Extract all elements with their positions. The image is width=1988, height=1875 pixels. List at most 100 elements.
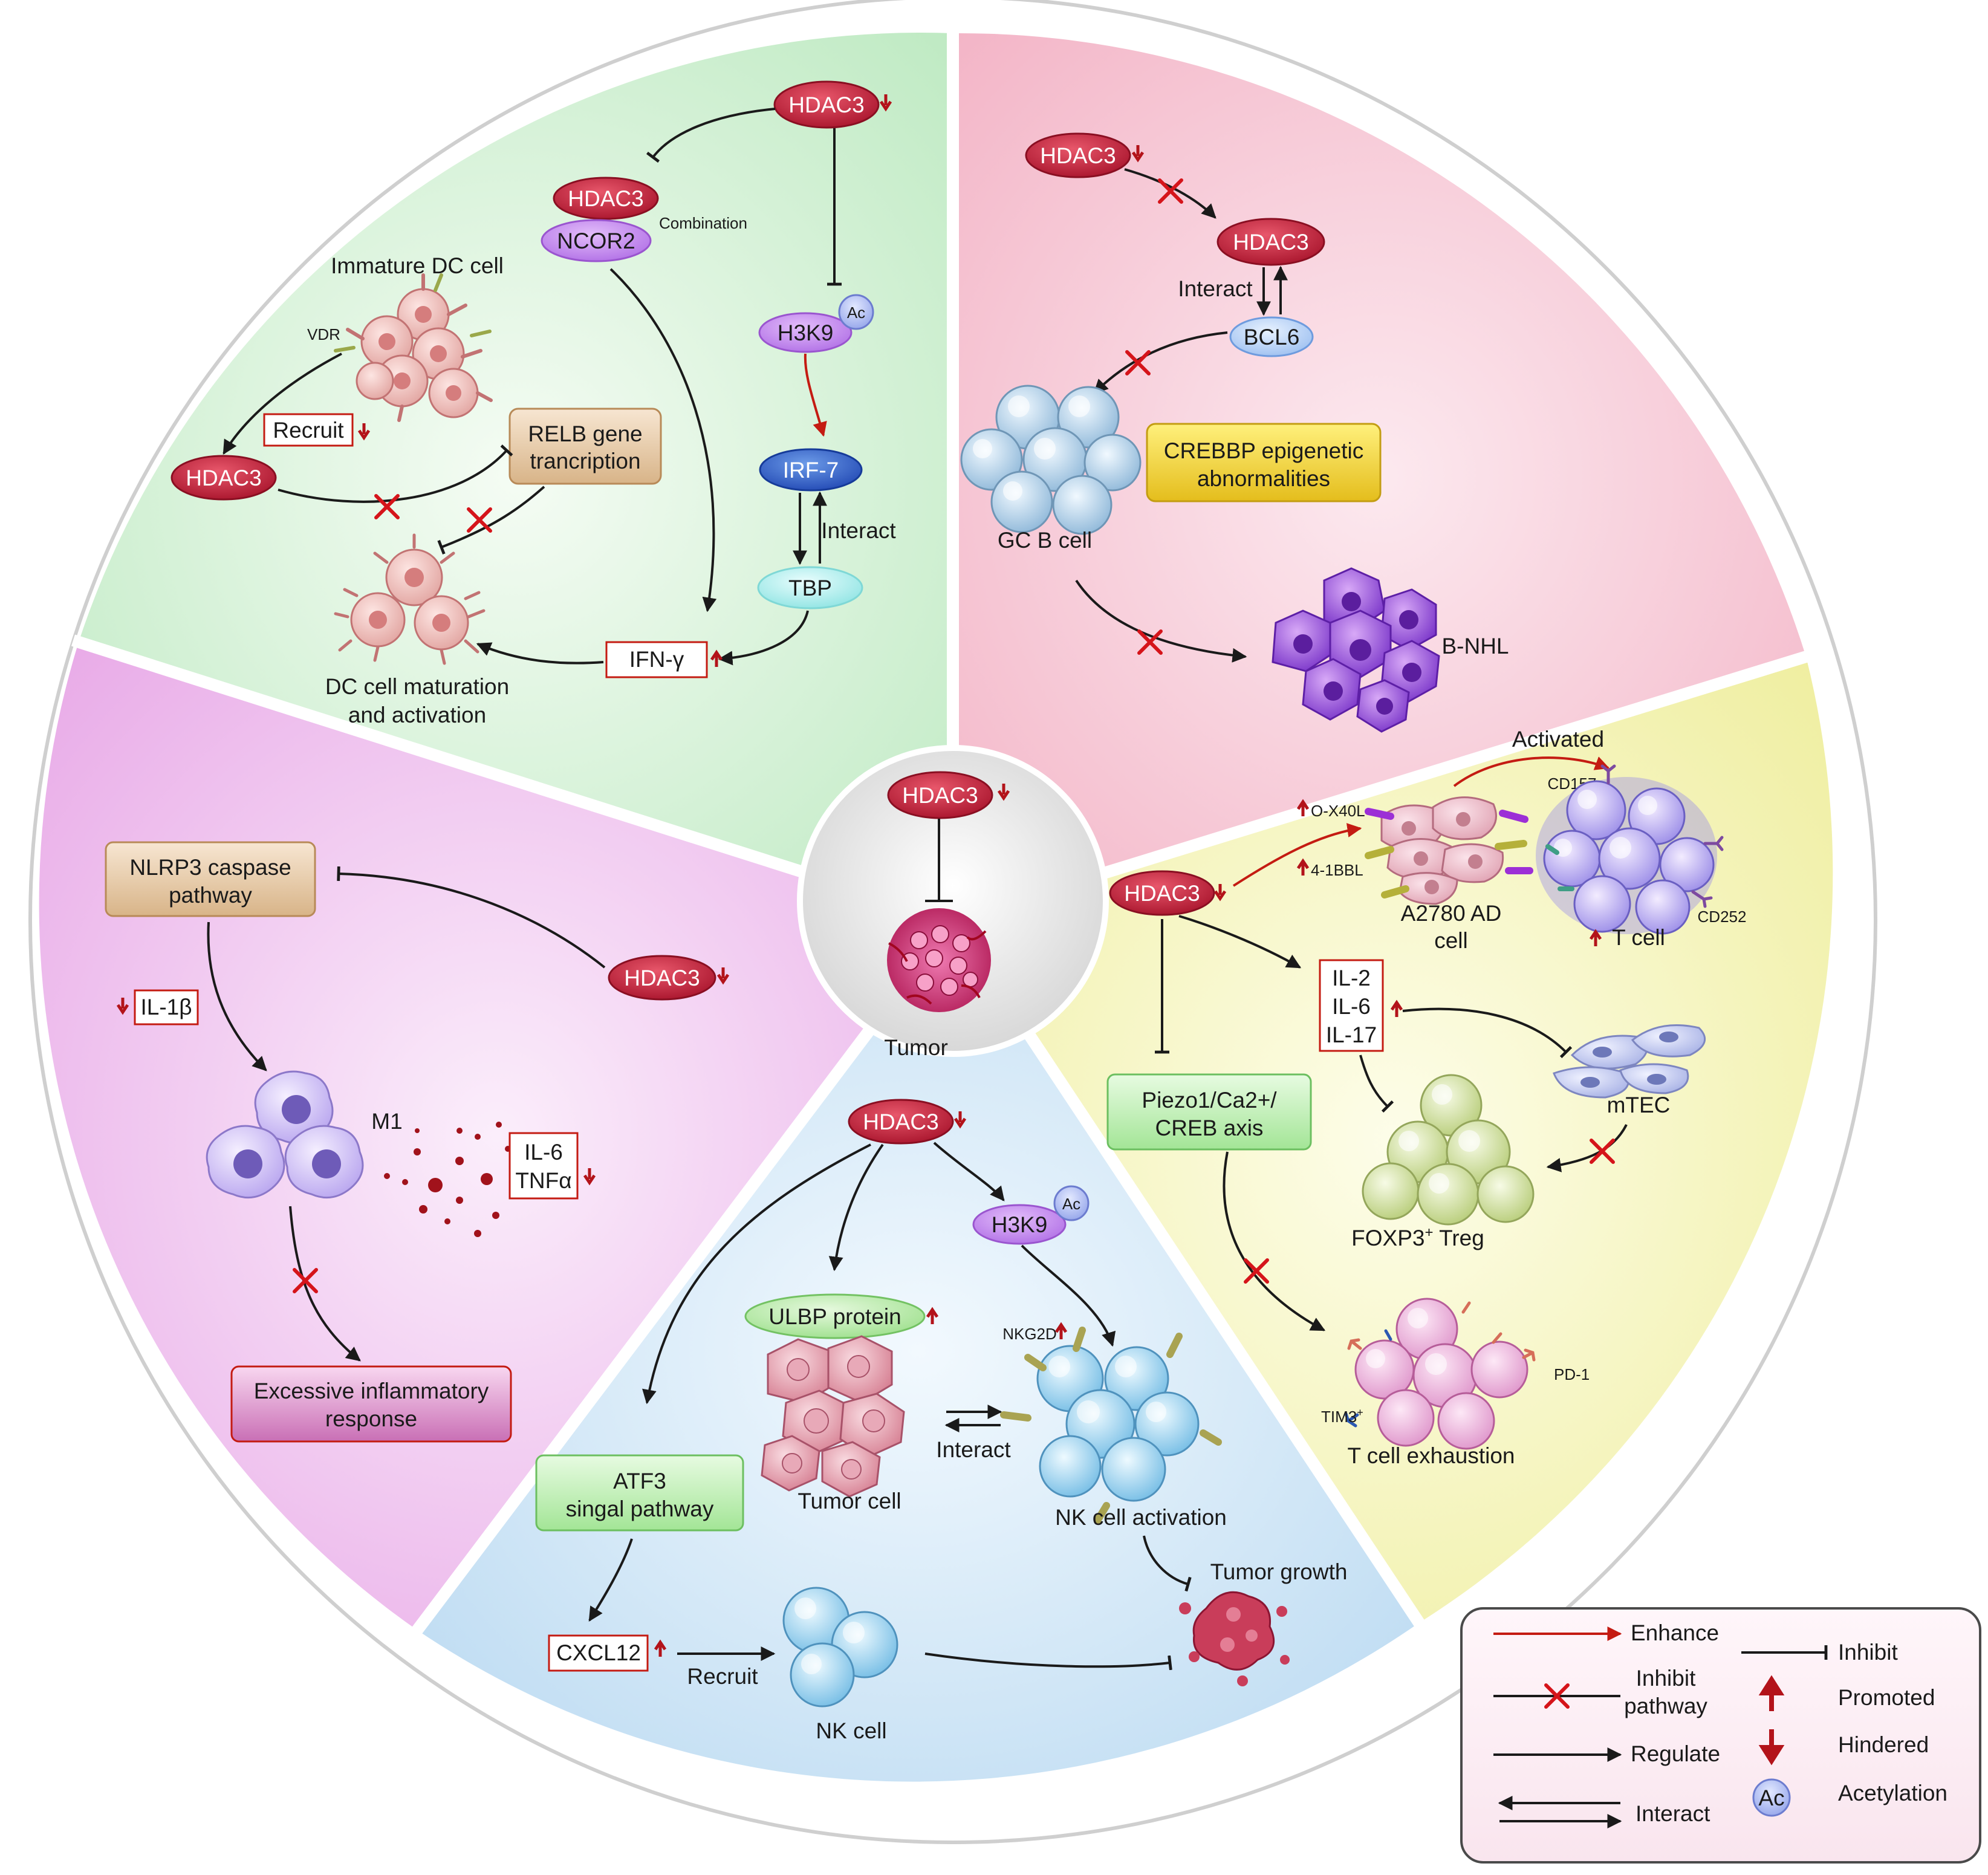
- tumor-growth-icon: [1179, 1591, 1290, 1686]
- gc-b-cell-icon: [960, 385, 1142, 535]
- legend-inhibit-label: Inhibit: [1838, 1640, 1898, 1665]
- dc-maturation-label-2: and activation: [348, 703, 486, 727]
- combination-label: Combination: [659, 214, 747, 232]
- exhausted-t-cell-icon: [1344, 1298, 1536, 1450]
- hdac3-pill-inflam: HDAC3: [608, 955, 716, 1001]
- m1-macrophage-icon: [206, 1070, 364, 1199]
- tumor-cell-label: Tumor cell: [797, 1489, 901, 1513]
- legend: Enhance Inhibit Inhibit pathway Promoted…: [1460, 1607, 1981, 1864]
- promoted-arrow-icon: [1054, 1322, 1068, 1339]
- hdac3-label: HDAC3: [1040, 143, 1116, 168]
- legend-promoted-label: Promoted: [1838, 1685, 1935, 1710]
- mtec-label: mTEC: [1607, 1093, 1671, 1117]
- hindered-arrow-icon: [1758, 1729, 1785, 1766]
- cytokine-dots-icon: [384, 1122, 511, 1237]
- tumor-label: Tumor: [884, 1035, 948, 1060]
- il2-label: IL-2: [1332, 966, 1371, 990]
- h3k9-label: H3K9: [992, 1212, 1048, 1237]
- inhibit-pathway-icon: [374, 494, 400, 519]
- acetylation-icon: Ac: [847, 304, 865, 322]
- hindered-arrow-icon: [716, 967, 730, 985]
- inhibit-pathway-icon: [293, 1268, 318, 1293]
- hindered-arrow-icon: [583, 1168, 596, 1186]
- ifng-label: IFN-γ: [629, 647, 684, 672]
- nk-sector: HDAC3 H3K9 Ac ULBP protein NKG2D: [535, 1099, 1347, 1743]
- a2780-cell-icon: [1365, 796, 1533, 905]
- inhibit-pathway-icon: [1137, 629, 1163, 655]
- excessive-label-2: response: [325, 1406, 417, 1431]
- t-cell-label: T cell: [1612, 925, 1665, 950]
- hdac3-label: HDAC3: [902, 783, 978, 808]
- hdac3-pill-nk: HDAC3: [848, 1099, 954, 1145]
- inhibit-pathway-icon: [1158, 178, 1183, 204]
- legend-hindered-label: Hindered: [1838, 1732, 1929, 1757]
- m1-label: M1: [371, 1109, 402, 1134]
- pd1-label: PD-1: [1554, 1365, 1590, 1383]
- hdac3-label: HDAC3: [863, 1110, 938, 1134]
- piezo-label-2: CREB axis: [1155, 1116, 1264, 1140]
- il6-label: IL-6: [1332, 994, 1371, 1019]
- a2780-label: A2780 AD: [1401, 901, 1502, 926]
- nkg2d-label: NKG2D: [1002, 1325, 1057, 1343]
- piezo-label: Piezo1/Ca2+/: [1142, 1088, 1277, 1113]
- tcell-sector: Activated CD157 O-X40L 4-1BBL: [1106, 727, 1746, 1468]
- irf7-label: IRF-7: [783, 458, 839, 483]
- piezo-box: Piezo1/Ca2+/ CREB axis: [1106, 1073, 1312, 1151]
- cytokine-box: IL-2 IL-6 IL-17: [1319, 959, 1384, 1052]
- h3k9-label: H3K9: [778, 320, 834, 345]
- legend-interact-label: Interact: [1636, 1801, 1710, 1826]
- il1b-label: IL-1β: [140, 995, 192, 1019]
- hdac3-label: HDAC3: [788, 93, 864, 117]
- legend-enhance-label: Enhance: [1631, 1620, 1719, 1645]
- h3k9-pill-dc: H3K9 Ac: [758, 294, 874, 353]
- acetylation-icon: [1752, 1778, 1791, 1817]
- il17-label: IL-17: [1326, 1022, 1377, 1047]
- hindered-arrow-icon: [953, 1111, 967, 1129]
- hdac3-ncor2-complex: HDAC3 NCOR2: [541, 177, 659, 262]
- bcell-sector: HDAC3 HDAC3 Interact BCL6 GC B cell C: [960, 132, 1509, 733]
- inflam-sector: NLRP3 caspase pathway HDAC3 IL-1β M1: [105, 841, 730, 1443]
- promoted-arrow-icon: [654, 1639, 667, 1657]
- inhibit-pathway-icon: [1544, 1683, 1570, 1709]
- recruit-label: Recruit: [273, 418, 344, 443]
- legend-regulate-label: Regulate: [1631, 1741, 1720, 1766]
- legend-acetylation-label: Acetylation: [1838, 1781, 1947, 1805]
- nlrp3-label-2: pathway: [169, 883, 252, 908]
- interact-label: Interact: [936, 1437, 1011, 1462]
- immature-dc-cell-icon: [334, 273, 493, 422]
- bcl6-pill: BCL6: [1229, 316, 1314, 357]
- hindered-arrow-icon: [116, 998, 129, 1015]
- vdr-label: VDR: [307, 325, 340, 343]
- promoted-arrow-icon: [1296, 799, 1310, 816]
- ulbp-label: ULBP protein: [768, 1304, 901, 1329]
- recruit-box: [263, 413, 354, 447]
- hdac3-label: HDAC3: [1233, 230, 1308, 255]
- dc-sector: HDAC3 HDAC3 NCOR2 Combination Immature D…: [171, 80, 896, 727]
- cxcl12-label: CXCL12: [556, 1640, 641, 1665]
- interact-label: Interact: [1178, 276, 1253, 301]
- dc-maturation-label: DC cell maturation: [325, 674, 509, 699]
- tbp-label: TBP: [788, 576, 832, 600]
- nk-cell-icon: [782, 1587, 898, 1708]
- inhibit-pathway-icon: [467, 507, 492, 533]
- exhaustion-label: T cell exhaustion: [1348, 1443, 1515, 1468]
- il1b-box: [134, 989, 199, 1025]
- interact-label: Interact: [821, 518, 896, 543]
- hdac3-label: HDAC3: [568, 186, 643, 211]
- hindered-arrow-icon: [997, 784, 1010, 801]
- ox40l-label: O-X40L: [1311, 802, 1365, 820]
- hdac3-pill-b-mid: HDAC3: [1217, 218, 1325, 266]
- treg-cell-icon: [1362, 1074, 1535, 1226]
- hdac3-label: HDAC3: [1124, 881, 1200, 906]
- tumor-icon: [887, 908, 991, 1012]
- nk-activation-label: NK cell activation: [1055, 1505, 1227, 1530]
- excessive-inflammatory-box: Excessive inflammatory response: [230, 1365, 512, 1443]
- bnhl-cell-icon: [1272, 567, 1440, 733]
- acetylation-icon: Ac: [1062, 1195, 1080, 1213]
- promoted-arrow-icon: [710, 649, 723, 667]
- immature-dc-label: Immature DC cell: [331, 253, 504, 278]
- hdac3-label: HDAC3: [624, 966, 700, 990]
- il6-tnfa-box: IL-6 TNFα: [508, 1132, 579, 1200]
- atf3-label-2: singal pathway: [566, 1496, 714, 1521]
